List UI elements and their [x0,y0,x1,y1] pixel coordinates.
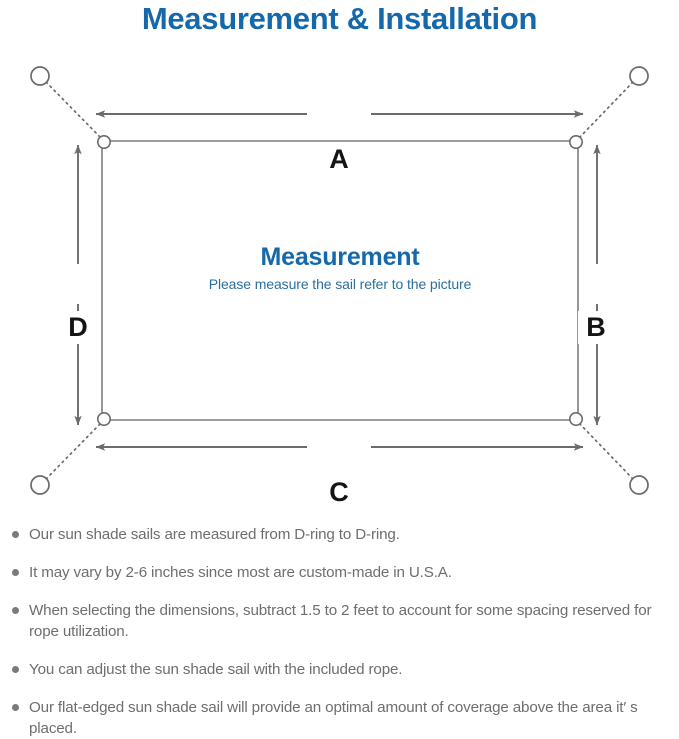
rope-lines [45,81,634,480]
anchor-circle-bottom-right [629,475,649,495]
bullet-icon [12,569,19,576]
rope-top-left [45,81,102,139]
list-item: It may vary by 2-6 inches since most are… [0,562,679,583]
note-text: Our sun shade sails are measured from D-… [29,526,400,543]
dimension-arrows [74,110,601,451]
rope-bottom-left [45,422,102,480]
bullet-icon [12,666,19,673]
d-ring-bottom-left [97,411,112,426]
list-item: Our flat-edged sun shade sail will provi… [0,697,679,739]
rope-top-right [578,81,634,139]
page-title: Measurement & Installation [141,1,538,36]
d-rings [97,135,583,426]
anchor-circle-top-right [629,66,649,86]
list-item: You can adjust the sun shade sail with t… [0,659,679,680]
notes-list: Our sun shade sails are measured from D-… [0,524,679,739]
anchor-circle-top-left [30,66,50,86]
bullet-icon [12,607,19,614]
note-text: You can adjust the sun shade sail with t… [29,661,403,678]
list-item: When selecting the dimensions, subtract … [0,600,679,642]
note-text: When selecting the dimensions, subtract … [29,602,652,640]
note-text: It may vary by 2-6 inches since most are… [29,564,452,581]
bullet-icon [12,531,19,538]
d-ring-bottom-right [568,411,583,426]
anchor-circle-bottom-left [30,475,50,495]
d-ring-top-left [97,135,112,150]
list-item: Our sun shade sails are measured from D-… [0,524,679,545]
bullet-icon [12,704,19,711]
rope-bottom-right [578,422,634,480]
sail-rectangle [101,140,579,421]
measurement-diagram: A B C D Measurement Please measure the s… [0,46,679,516]
diagram-canvas [30,66,649,495]
d-ring-top-right [568,135,583,150]
note-text: Our flat-edged sun shade sail will provi… [29,699,638,737]
anchor-points [30,66,649,495]
